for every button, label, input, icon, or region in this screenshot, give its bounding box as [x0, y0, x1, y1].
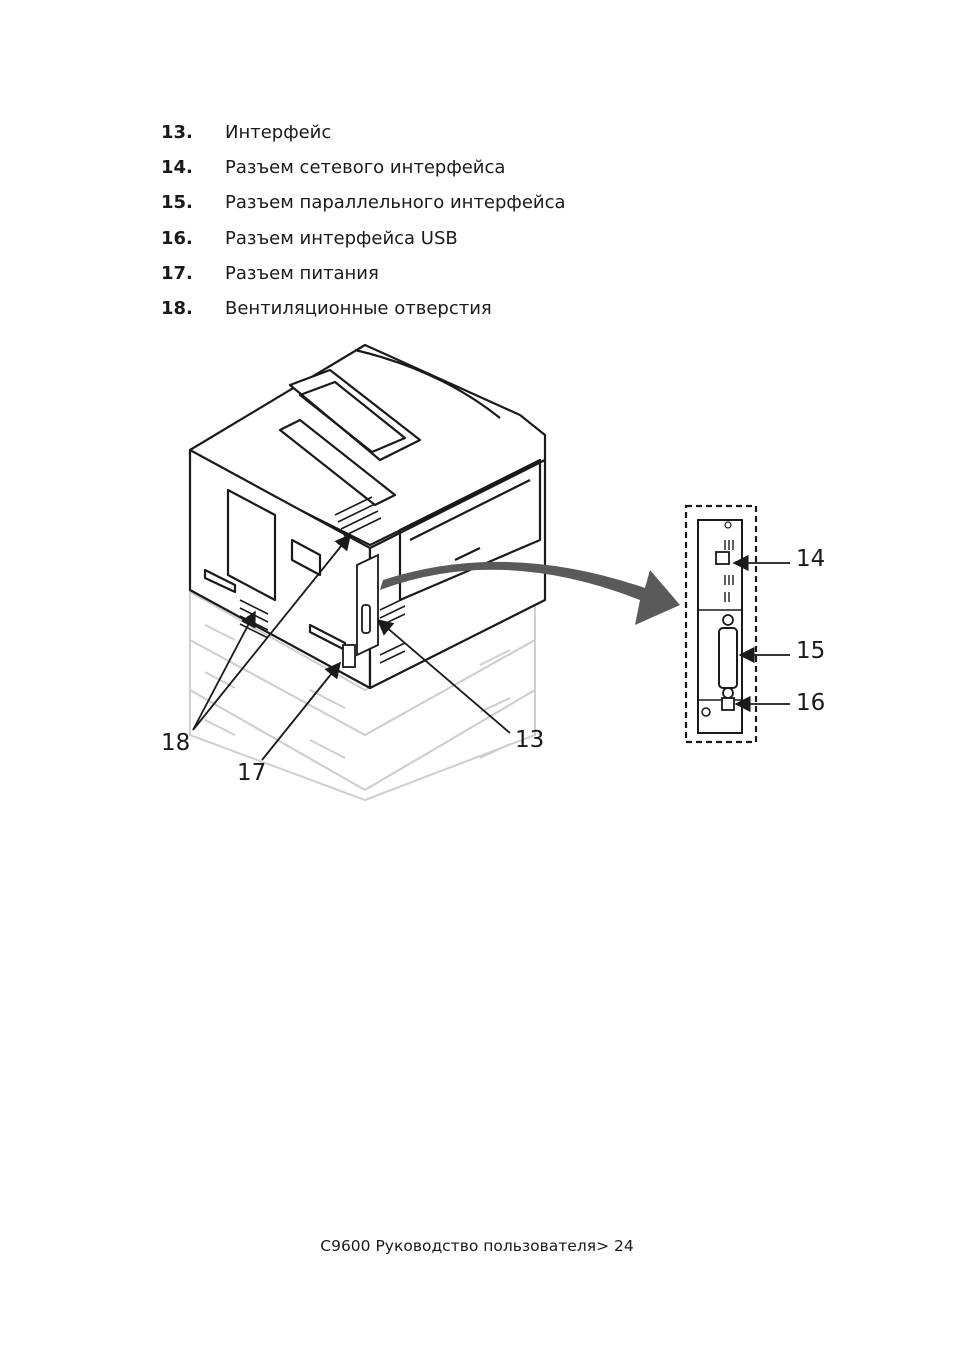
legend-item: 14. Разъем сетевого интерфейса: [161, 155, 566, 190]
callout-14: 14: [796, 546, 825, 572]
legend-item: 18. Вентиляционные отверстия: [161, 296, 566, 331]
legend-text: Разъем параллельного интерфейса: [225, 192, 566, 214]
legend-number: 17.: [161, 262, 193, 284]
legend-list: 13. Интерфейс 14. Разъем сетевого интерф…: [161, 120, 566, 331]
leader-lines: [192, 533, 790, 761]
legend-text: Разъем интерфейса USB: [225, 227, 458, 249]
callout-15: 15: [796, 638, 825, 664]
callout-17: 17: [237, 760, 266, 786]
legend-text: Интерфейс: [225, 122, 332, 143]
zoom-arrow: [380, 561, 680, 625]
callout-16: 16: [796, 690, 825, 716]
legend-number: 14.: [161, 157, 193, 179]
legend-number: 13.: [161, 122, 193, 143]
interface-panel: [342, 553, 379, 668]
page-footer: C9600 Руководство пользователя> 24: [320, 1237, 634, 1255]
callout-13: 13: [515, 727, 544, 753]
legend-text: Вентиляционные отверстия: [225, 297, 492, 319]
legend-item: 13. Интерфейс: [161, 120, 566, 155]
detail-inset: [684, 504, 758, 744]
legend-text: Разъем сетевого интерфейса: [225, 157, 506, 179]
printer-body: [188, 343, 547, 690]
legend-number: 16.: [161, 227, 193, 249]
legend-number: 18.: [161, 297, 193, 319]
callout-18: 18: [161, 730, 190, 756]
legend-item: 17. Разъем питания: [161, 261, 566, 296]
legend-number: 15.: [161, 192, 193, 214]
legend-item: 16. Разъем интерфейса USB: [161, 226, 566, 261]
legend-item: 15. Разъем параллельного интерфейса: [161, 190, 566, 225]
legend-text: Разъем питания: [225, 262, 379, 284]
